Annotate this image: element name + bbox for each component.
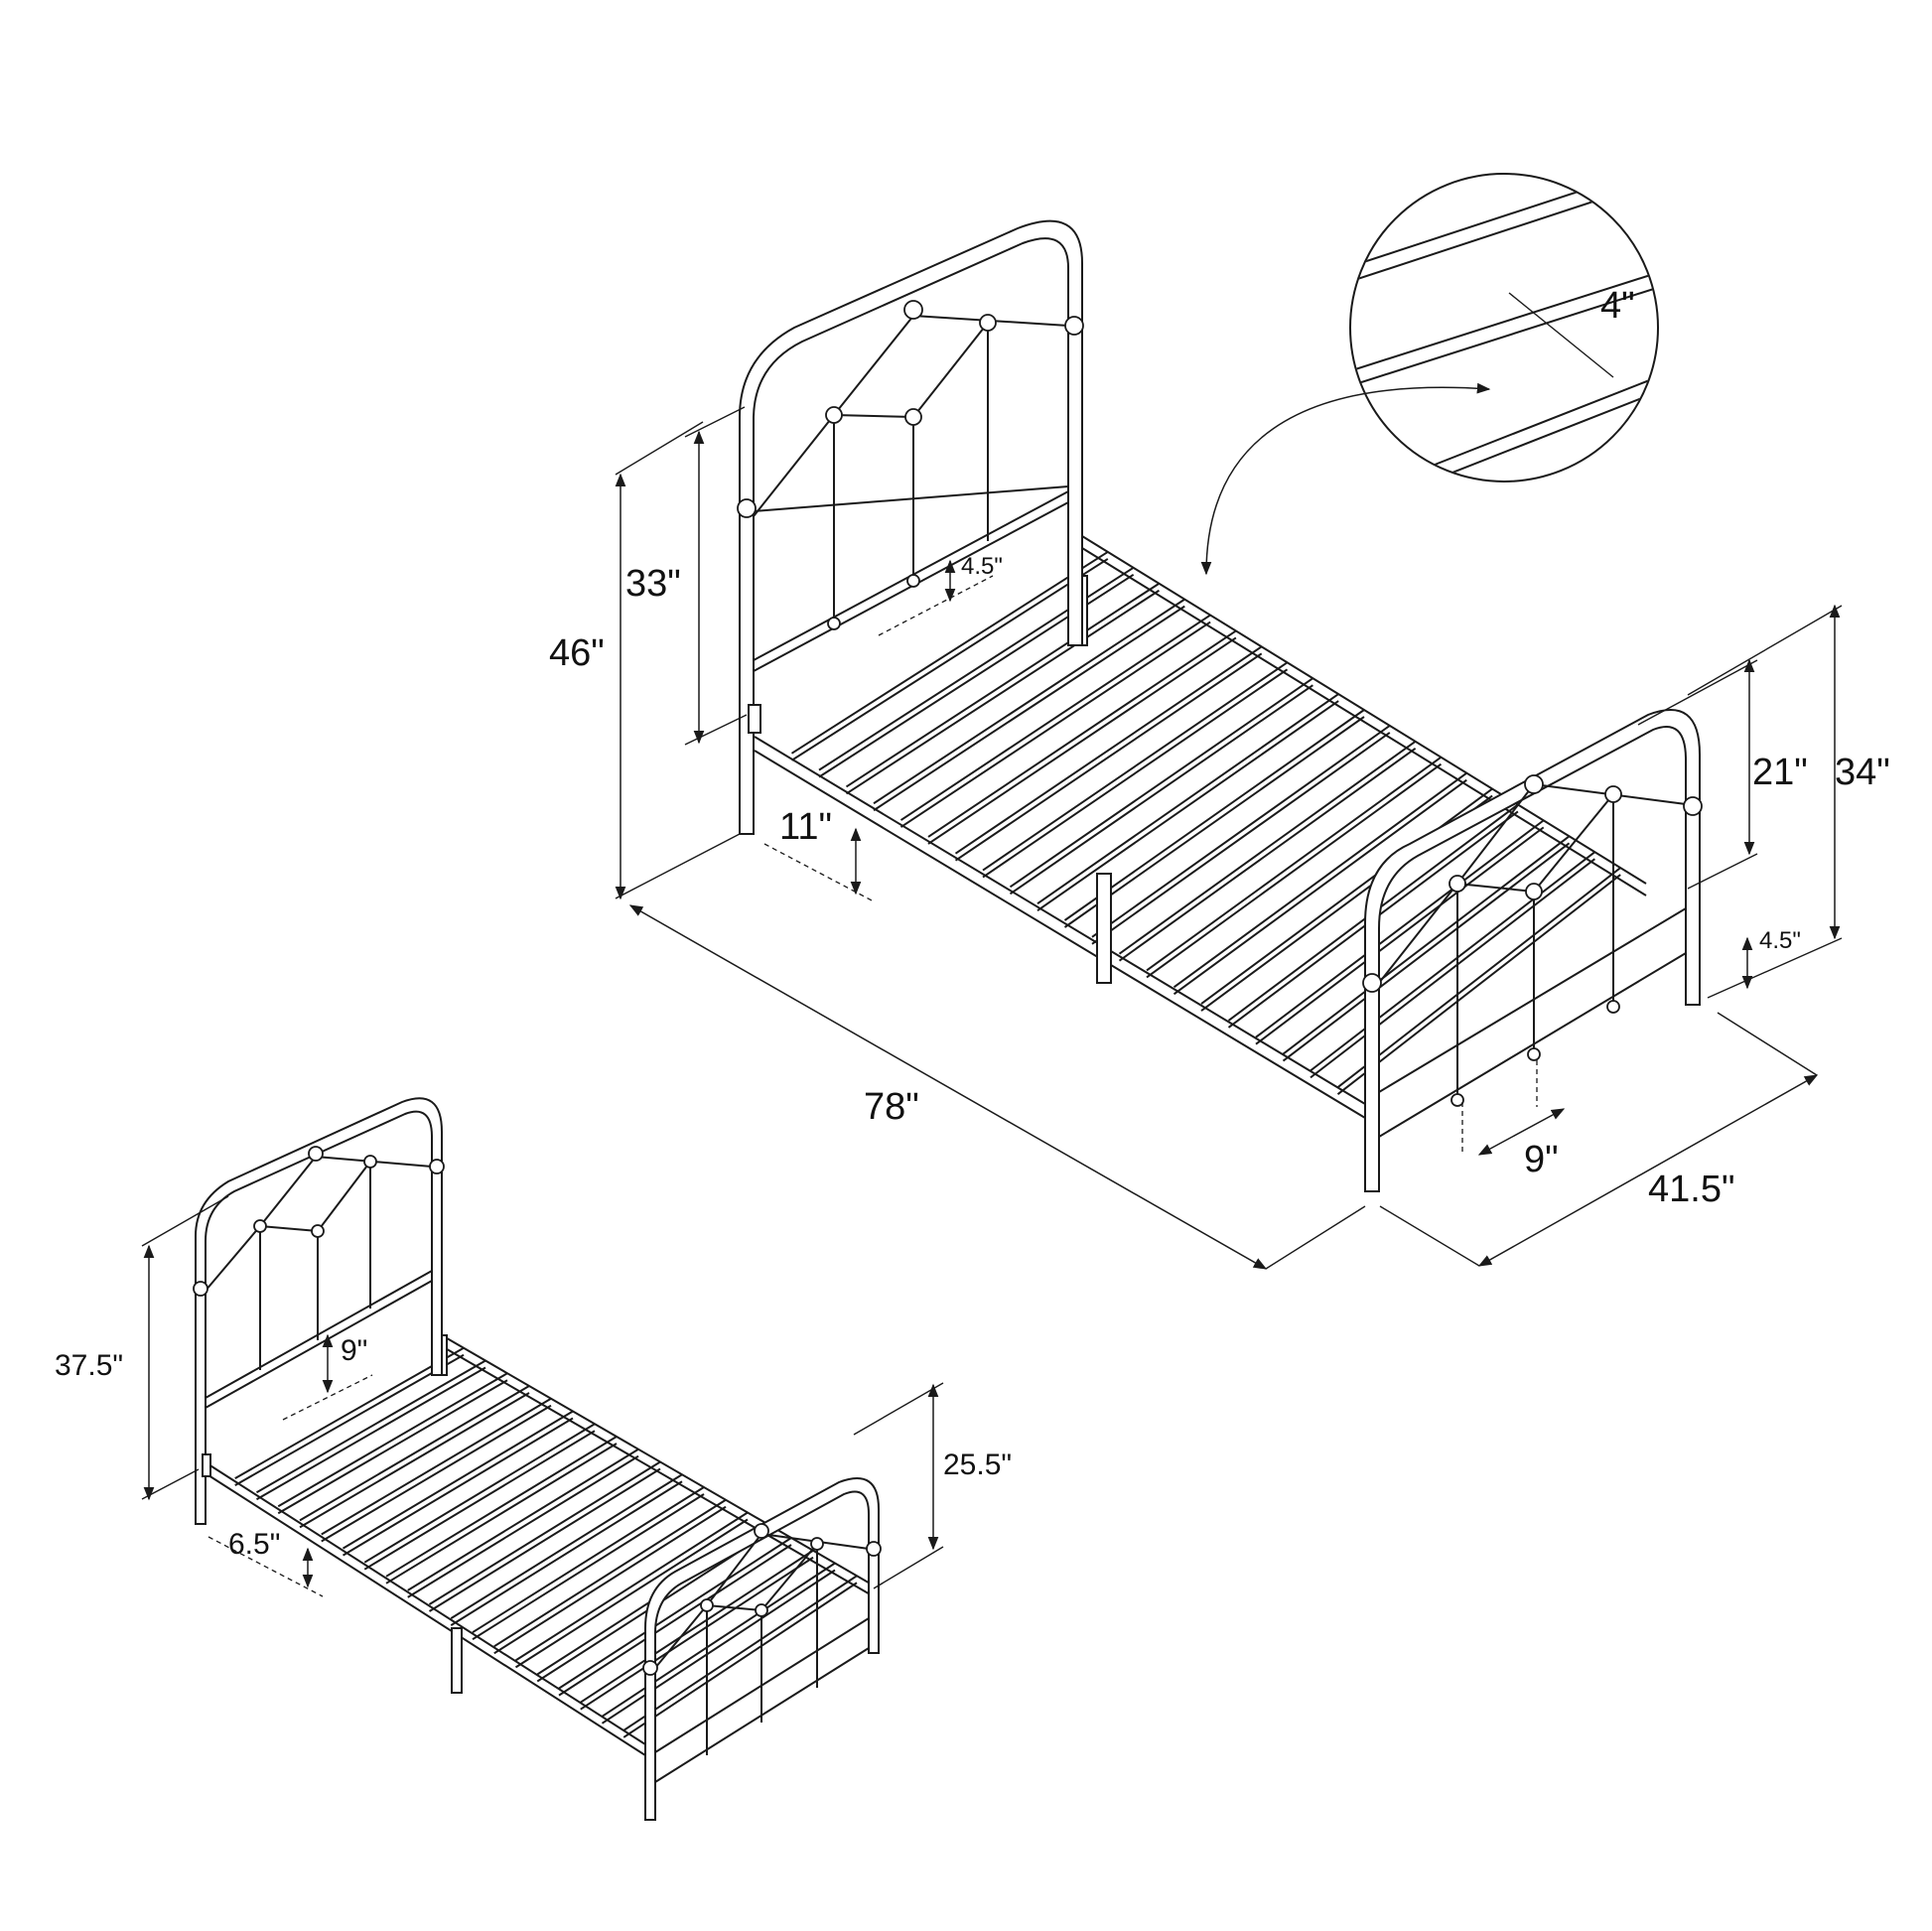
slat-line [899,621,1211,828]
label-21: 21" [1752,752,1808,793]
slat-line [321,1404,552,1543]
slat-line [256,1366,486,1501]
label-33: 33" [625,563,681,605]
slat-line [790,558,1109,761]
large-bed-rails [754,535,1647,1119]
small-bed-dimensions: 37.5" 9" 6.5" 25.5" [55,1195,1012,1597]
label-78: 78" [864,1086,919,1128]
slat-line [472,1493,705,1641]
large-bed-dimensions: 46" 33" 4.5" 11" 78" 41.5" 34" 21" [549,406,1890,1270]
slat-line [256,1359,486,1494]
slat-detail-callout: 4" [1200,173,1659,576]
slat-line [580,1556,814,1711]
large-footboard [1362,709,1703,1192]
slat-line [1336,874,1621,1095]
slat-line [234,1346,465,1479]
label-9-small: 9" [341,1334,367,1367]
slat-line [407,1454,639,1598]
slat-line [514,1511,749,1662]
slat-line [299,1392,530,1529]
slat-line [450,1480,683,1626]
slat-line [277,1379,508,1515]
slat-line [1036,693,1339,905]
slat-line [1091,725,1391,938]
small-headboard [193,1097,445,1525]
slat-line [558,1544,792,1697]
slat-line [601,1562,836,1718]
label-6-5: 6.5" [228,1528,280,1561]
slat-line [927,636,1237,845]
slat-line [428,1460,661,1605]
label-4: 4" [1600,285,1635,327]
slat-line [321,1397,552,1536]
slat-line [873,605,1185,812]
slat-line [1009,684,1313,896]
small-bed-drawing [193,1097,882,1821]
slat-line [1282,842,1571,1062]
slat-line [514,1518,749,1669]
slat-line [342,1410,574,1550]
slat-line [873,598,1185,805]
slat-line [927,629,1237,838]
slat-line [342,1417,574,1557]
slat-line [558,1537,792,1690]
slat-line [299,1385,530,1522]
slat-line [1255,819,1545,1038]
slat-line [1336,867,1621,1088]
slat-line [790,551,1109,755]
label-37-5: 37.5" [55,1349,123,1382]
slat-line [845,582,1160,788]
slat-line [277,1372,508,1508]
label-11: 11" [779,806,832,848]
slat-line [982,668,1289,879]
label-46: 46" [549,632,605,674]
slat-line [1282,835,1571,1055]
label-41-5: 41.5" [1648,1169,1734,1210]
label-4-5-foot: 4.5" [1759,927,1801,954]
slat-line [1009,677,1313,889]
slat-line [234,1353,465,1486]
slat-line [385,1436,618,1578]
slat-line [580,1549,814,1704]
slat-line [1255,826,1545,1045]
label-25-5: 25.5" [943,1448,1012,1481]
slat-line [954,645,1263,855]
slat-line [1310,858,1595,1079]
slat-line [1063,716,1365,928]
slat-line [899,614,1211,821]
large-headboard [737,219,1084,835]
slat-line [450,1473,683,1619]
slat-line [407,1448,639,1591]
detail-circle [1349,173,1659,483]
label-4-5-head: 4.5" [961,553,1003,580]
slat-line [982,661,1289,872]
slat-line [493,1505,727,1655]
label-34: 34" [1835,752,1890,793]
slat-line [363,1430,596,1571]
slat-line [472,1486,705,1634]
label-9-foot: 9" [1524,1139,1559,1180]
slat-line [363,1423,596,1564]
slat-line [428,1467,661,1612]
large-bed-slats [790,551,1621,1095]
slat-line [1063,709,1365,921]
slat-line [954,652,1263,862]
large-bed-drawing [737,219,1703,1192]
slat-line [1036,700,1339,912]
slat-line [601,1569,836,1724]
slat-line [385,1443,618,1585]
slat-line [1310,851,1595,1072]
slat-line [493,1498,727,1648]
slat-line [845,589,1160,795]
callout-leader [1200,382,1491,576]
small-footboard [642,1477,882,1821]
